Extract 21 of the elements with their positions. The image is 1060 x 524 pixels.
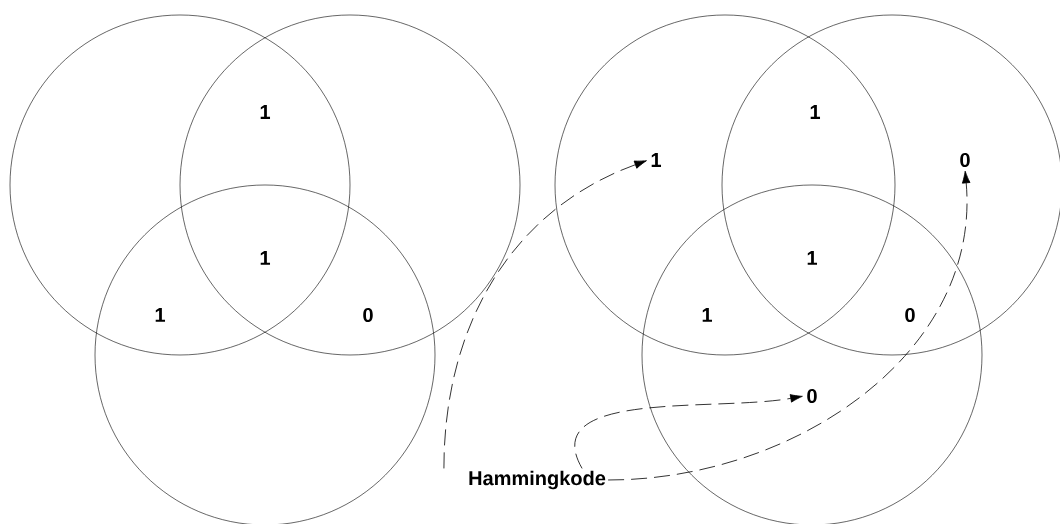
circle-outline: [554, 14, 896, 356]
circle-outline: [94, 184, 436, 524]
bit-value: 0: [905, 307, 915, 323]
bit-value: 1: [807, 251, 817, 265]
dashed-arrow: [443, 160, 647, 469]
bit-value: 1: [155, 308, 165, 322]
bit-value: 0: [960, 152, 970, 168]
circle-outline: [9, 14, 351, 356]
dashed-arrow: [607, 170, 971, 481]
bit-value: 1: [260, 105, 270, 119]
bit-value: 0: [807, 388, 817, 404]
bit-value: 1: [702, 308, 712, 322]
caption-text: Hammingkode: [469, 470, 606, 490]
bit-value: 0: [363, 307, 373, 323]
dashed-arrow: [574, 394, 803, 469]
circle-outline: [641, 184, 983, 524]
bit-value: 1: [810, 105, 820, 119]
circle-outline: [179, 14, 521, 356]
bit-value: 1: [651, 153, 661, 167]
circle-outline: [721, 14, 1060, 356]
bit-value: 1: [260, 251, 270, 265]
